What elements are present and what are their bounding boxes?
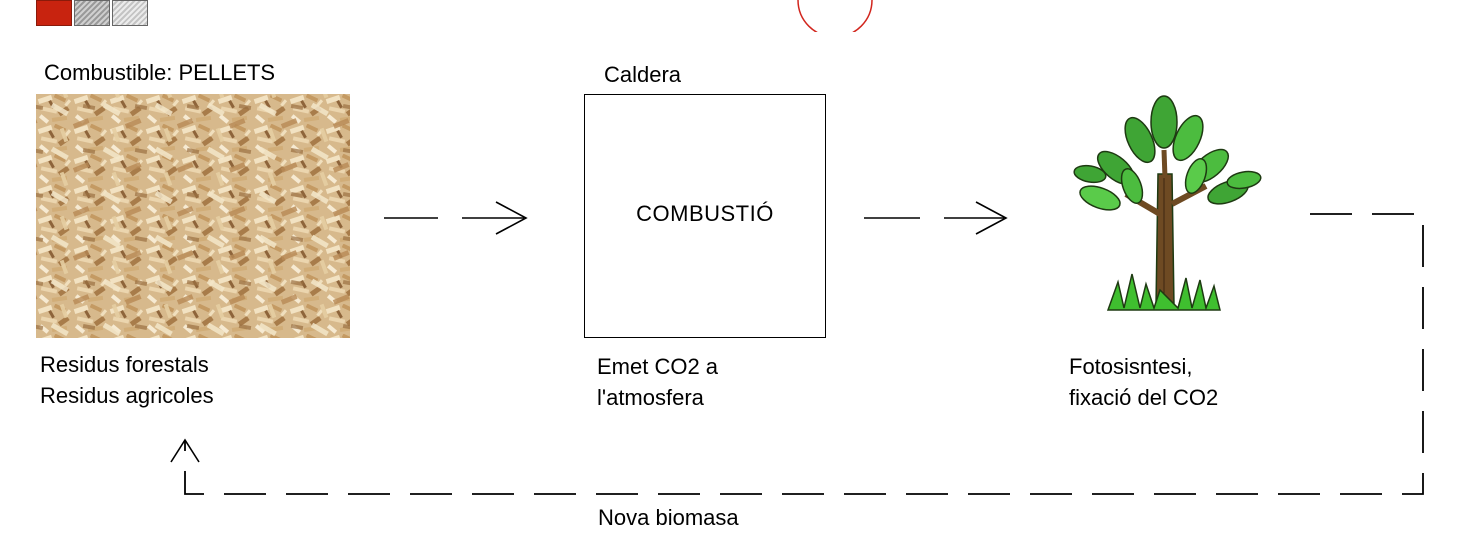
flow-arrow-fuel-to-boiler: [384, 201, 528, 235]
tree-caption-line-2: fixació del CO2: [1069, 385, 1219, 410]
tree-icon: [1073, 95, 1262, 311]
fuel-title: Combustible: PELLETS: [44, 60, 276, 85]
combustion-label: COMBUSTIÓ: [636, 201, 774, 226]
wood-chips-image: [36, 94, 350, 338]
return-label: Nova biomasa: [598, 505, 739, 530]
color-swatch-red: [36, 0, 72, 26]
fuel-source-forest: Residus forestals: [40, 352, 209, 377]
boiler-box: COMBUSTIÓ: [584, 94, 826, 338]
color-swatch-hatch-light: [112, 0, 148, 26]
tree-caption-line-1: Fotosisntesi,: [1069, 354, 1193, 379]
red-circle-mark: [797, 0, 873, 32]
color-swatch-hatch-dark: [74, 0, 110, 26]
flow-arrow-boiler-to-tree: [864, 201, 1008, 235]
boiler-title: Caldera: [604, 62, 682, 87]
emission-line-2: l'atmosfera: [597, 385, 704, 410]
emission-line-1: Emet CO2 a: [597, 354, 719, 379]
fuel-source-agri: Residus agricoles: [40, 383, 214, 408]
